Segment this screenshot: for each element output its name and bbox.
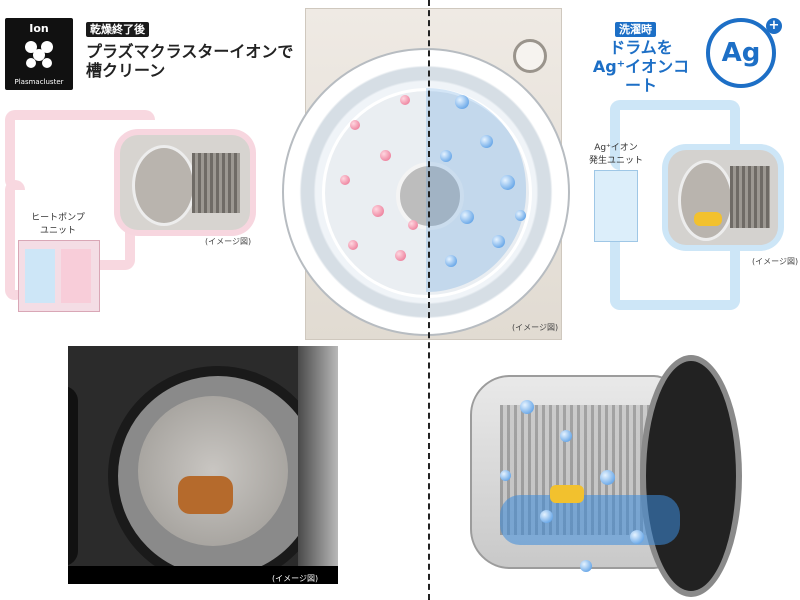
- washing-badge: 洗濯時: [615, 22, 656, 37]
- control-dial-icon: [513, 39, 547, 73]
- ag-ion-unit: [594, 170, 638, 242]
- heat-pump-label: ヒートポンプ ユニット: [31, 213, 85, 236]
- heading-line-1: プラズマクラスターイオンで: [86, 42, 294, 61]
- duct-upper: [5, 110, 155, 190]
- left-drum-illustration: [120, 135, 250, 230]
- heat-pump-unit: [18, 240, 100, 312]
- logo-ion-label: Ion: [29, 22, 49, 35]
- plasmacluster-heading: プラズマクラスターイオンで 槽クリーン: [86, 42, 296, 80]
- plus-icon: +: [766, 18, 782, 34]
- photo-image-caption: (イメージ図): [272, 574, 319, 583]
- center-dashed-divider: [428, 0, 430, 600]
- drum-door-ring: [282, 48, 570, 336]
- logo-brand-label: Plasmacluster: [14, 78, 64, 86]
- heading-line-2: 槽クリーン: [86, 61, 166, 80]
- ag-coat-heading: ドラムを Ag⁺イオンコート: [586, 38, 696, 95]
- center-image-caption: (イメージ図): [512, 323, 559, 332]
- duct-left: [5, 180, 25, 300]
- ag-heading-line-2: Ag⁺イオンコート: [592, 57, 690, 95]
- after-drying-badge: 乾燥終了後: [86, 22, 149, 37]
- grape-cluster-icon: [25, 41, 53, 68]
- plasmacluster-logo: Ion Plasmacluster: [5, 18, 73, 90]
- drum-interior-photo: [68, 346, 338, 584]
- ag-heading-line-1: ドラムを: [609, 38, 673, 57]
- blue-duct-upper: [610, 100, 740, 170]
- after-drying-badge-wrap: 乾燥終了後: [86, 18, 149, 37]
- right-drum-illustration: [668, 150, 778, 245]
- drum-cutaway-illustration: [470, 355, 742, 597]
- right-image-caption: (イメージ図): [752, 257, 799, 266]
- ag-ion-icon: Ag +: [706, 18, 782, 88]
- left-image-caption: (イメージ図): [205, 237, 252, 246]
- ag-symbol: Ag: [721, 38, 761, 68]
- washing-badge-wrap: 洗濯時: [615, 18, 656, 37]
- ag-unit-label: Ag⁺イオン 発生ユニット: [588, 143, 643, 166]
